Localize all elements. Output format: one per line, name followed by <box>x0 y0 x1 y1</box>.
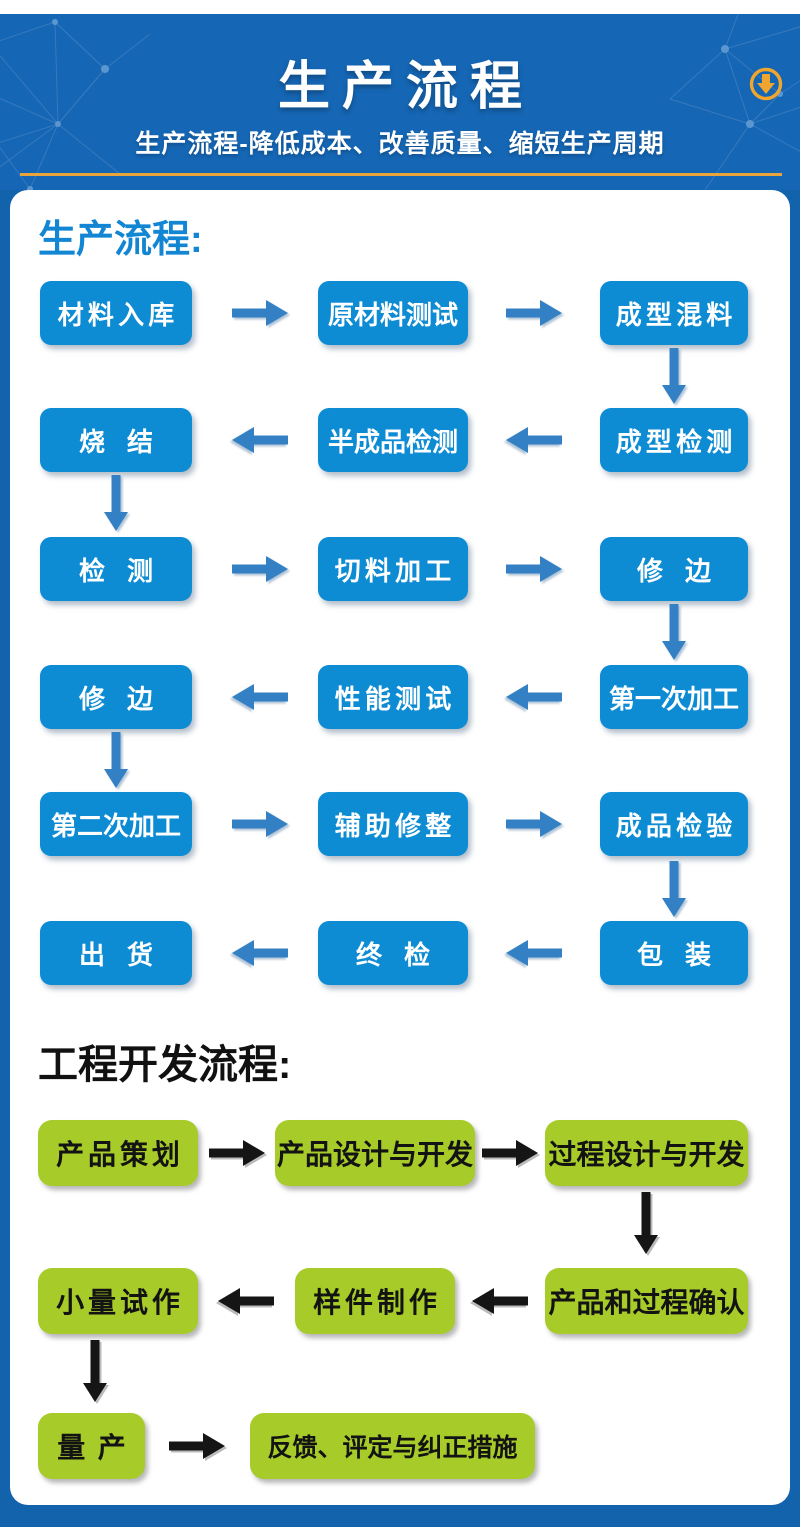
flow-step-label: 半成品检测 <box>327 426 458 457</box>
flow-step-box: 过程设计与开发 <box>545 1120 748 1186</box>
flow-step-label: 烧结 <box>78 426 176 457</box>
flow-step-label: 出货 <box>78 939 176 970</box>
flow-step-label: 过程设计与开发 <box>548 1139 745 1170</box>
down-arrow-icon <box>659 348 689 404</box>
flow-step-label: 修边 <box>636 555 734 586</box>
right-arrow-icon <box>482 1138 538 1168</box>
flow-step-box: 出货 <box>40 921 192 985</box>
flow-step-box: 半成品检测 <box>318 408 468 472</box>
down-arrow-icon <box>101 475 131 531</box>
flow-step-box: 第一次加工 <box>600 665 748 729</box>
flow-step-label: 反馈、评定与纠正措施 <box>267 1434 518 1462</box>
page-subtitle: 生产流程-降低成本、改善质量、缩短生产周期 <box>135 130 665 158</box>
down-arrow-icon <box>80 1340 110 1402</box>
top-white-strip <box>0 0 800 14</box>
left-arrow-icon <box>506 682 562 712</box>
flow-step-label: 修边 <box>78 683 176 714</box>
flow-step-label: 成型混料 <box>615 299 737 330</box>
flow-step-box: 切料加工 <box>318 537 468 601</box>
left-arrow-icon <box>232 938 288 968</box>
right-arrow-icon <box>209 1138 265 1168</box>
down-arrow-icon <box>631 1192 661 1254</box>
left-arrow-icon <box>218 1286 274 1316</box>
right-arrow-icon <box>506 298 562 328</box>
flow-step-label: 辅助修整 <box>334 810 456 841</box>
right-arrow-icon <box>506 809 562 839</box>
download-icon[interactable] <box>748 66 784 102</box>
network-pattern-left-icon <box>0 19 151 190</box>
flow-step-label: 包装 <box>636 939 734 970</box>
content-card: 生产流程: 工程开发流程: 材料入库 原材料测试 成型混料烧结 半成品检测 成型检测检测… <box>10 190 790 1505</box>
right-arrow-icon <box>232 554 288 584</box>
production-flow-heading: 生产流程: <box>38 219 203 261</box>
down-arrow-icon <box>659 604 689 660</box>
flow-step-label: 样件制作 <box>313 1287 441 1318</box>
left-arrow-icon <box>506 425 562 455</box>
right-arrow-icon <box>506 554 562 584</box>
flow-step-label: 原材料测试 <box>327 299 458 330</box>
flow-step-label: 产品设计与开发 <box>276 1139 473 1170</box>
flow-step-box: 性能测试 <box>318 665 468 729</box>
flow-step-label: 产品和过程确认 <box>548 1287 745 1318</box>
flow-step-box: 第二次加工 <box>40 792 192 856</box>
flow-step-box: 烧结 <box>40 408 192 472</box>
flow-step-box: 产品和过程确认 <box>545 1268 748 1334</box>
flow-step-box: 终检 <box>318 921 468 985</box>
flow-step-box: 材料入库 <box>40 281 192 345</box>
flow-step-label: 性能测试 <box>334 683 456 714</box>
flow-step-box: 样件制作 <box>295 1268 455 1334</box>
down-arrow-icon <box>101 732 131 788</box>
flow-step-box: 辅助修整 <box>318 792 468 856</box>
flow-step-box: 成品检验 <box>600 792 748 856</box>
flow-step-label: 成品检验 <box>615 810 737 841</box>
flow-step-box: 量产 <box>38 1413 145 1479</box>
flow-step-label: 成型检测 <box>615 426 737 457</box>
left-arrow-icon <box>506 938 562 968</box>
flow-step-label: 小量试作 <box>56 1287 184 1318</box>
flow-step-box: 修边 <box>40 665 192 729</box>
flow-step-box: 包装 <box>600 921 748 985</box>
flow-step-box: 原材料测试 <box>318 281 468 345</box>
engineering-flow-heading: 工程开发流程: <box>38 1043 292 1087</box>
flow-step-box: 小量试作 <box>38 1268 198 1334</box>
down-arrow-icon <box>659 861 689 917</box>
flow-step-label: 第一次加工 <box>608 683 739 714</box>
flow-step-box: 修边 <box>600 537 748 601</box>
network-pattern-right-icon <box>669 14 800 190</box>
flow-step-label: 产品策划 <box>56 1139 184 1170</box>
flow-step-box: 检测 <box>40 537 192 601</box>
flow-step-label: 材料入库 <box>57 299 179 330</box>
page-title: 生产流程 <box>277 58 534 116</box>
flow-step-box: 反馈、评定与纠正措施 <box>250 1413 535 1479</box>
flow-step-label: 终检 <box>355 939 453 970</box>
flow-step-label: 第二次加工 <box>50 810 181 841</box>
flow-step-box: 产品设计与开发 <box>275 1120 475 1186</box>
left-arrow-icon <box>472 1286 528 1316</box>
left-arrow-icon <box>232 682 288 712</box>
flow-step-label: 量产 <box>57 1432 139 1463</box>
right-arrow-icon <box>232 809 288 839</box>
gold-divider <box>20 173 782 176</box>
flow-step-label: 检测 <box>78 555 176 586</box>
flow-step-box: 成型检测 <box>600 408 748 472</box>
flow-step-box: 产品策划 <box>38 1120 198 1186</box>
hero-header: 生产流程 生产流程-降低成本、改善质量、缩短生产周期 <box>0 14 800 190</box>
left-arrow-icon <box>232 425 288 455</box>
flow-step-label: 切料加工 <box>334 555 456 586</box>
right-arrow-icon <box>232 298 288 328</box>
flow-step-box: 成型混料 <box>600 281 748 345</box>
right-arrow-icon <box>169 1431 225 1461</box>
